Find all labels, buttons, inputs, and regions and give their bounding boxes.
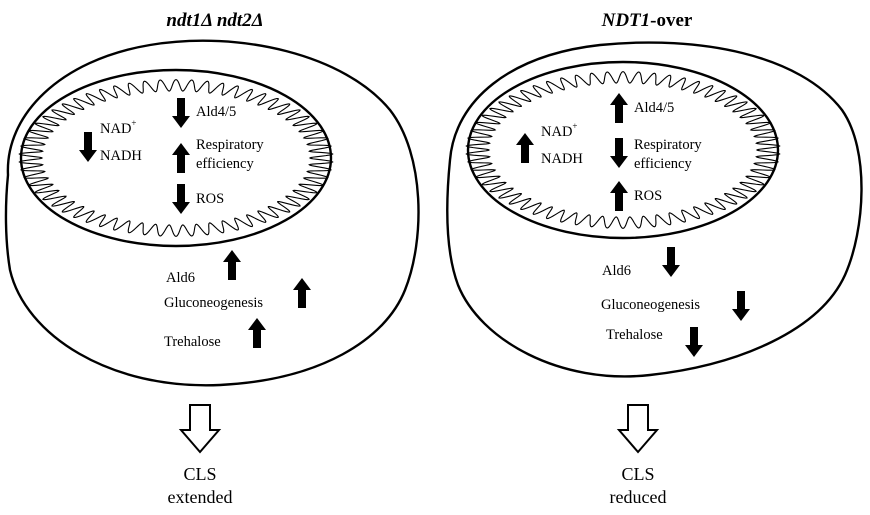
- left-ros-label: ROS: [196, 191, 224, 207]
- left-ald6-arrow-icon: [223, 250, 241, 280]
- right-gluconeogenesis-label: Gluconeogenesis: [601, 297, 700, 313]
- left-outcome-hollow-arrow-icon: [178, 404, 222, 454]
- left-outcome-cls: CLS: [183, 464, 216, 484]
- right-panel: NDT1-over NAD+ NADH Ald4/5 Respiratory e…: [446, 10, 863, 507]
- right-ald45-label: Ald4/5: [634, 100, 674, 116]
- right-nadh-label: NADH: [541, 151, 583, 167]
- right-trehalose-label: Trehalose: [606, 327, 663, 343]
- left-efficiency-label: efficiency: [196, 156, 254, 172]
- right-nad-label: NAD+: [541, 121, 578, 140]
- right-outcome-hollow-arrow-icon: [616, 404, 660, 454]
- left-trehalose-label: Trehalose: [164, 334, 221, 350]
- right-ald6-label: Ald6: [602, 263, 631, 279]
- right-ros-label: ROS: [634, 188, 662, 204]
- left-cell-outline: [4, 39, 420, 387]
- right-efficiency-label: efficiency: [634, 156, 692, 172]
- left-gluconeogenesis-label: Gluconeogenesis: [164, 295, 263, 311]
- right-title: NDT1-over: [601, 10, 693, 31]
- right-outcome-result: reduced: [610, 487, 667, 507]
- left-title: ndt1Δ ndt2Δ: [166, 10, 263, 31]
- right-trehalose-arrow-icon: [685, 327, 703, 357]
- left-ald6-label: Ald6: [166, 270, 195, 286]
- left-nadh-label: NADH: [100, 148, 142, 164]
- left-ald45-label: Ald4/5: [196, 104, 236, 120]
- left-panel: ndt1Δ ndt2Δ NAD+ NADH Ald4/5 Respiratory…: [4, 10, 420, 507]
- left-mitochondrion-outer: [19, 68, 333, 248]
- left-outcome-result: extended: [168, 487, 233, 507]
- right-outcome-cls: CLS: [621, 464, 654, 484]
- left-nad-label: NAD+: [100, 118, 137, 137]
- right-gluconeogenesis-arrow-icon: [732, 291, 750, 321]
- left-gluconeogenesis-arrow-icon: [293, 278, 311, 308]
- left-trehalose-arrow-icon: [248, 318, 266, 348]
- right-respiratory-label: Respiratory: [634, 137, 702, 153]
- left-mitochondrion-cristae: [18, 79, 334, 237]
- right-mitochondrion-cristae: [465, 71, 781, 229]
- right-ald6-arrow-icon: [662, 247, 680, 277]
- left-respiratory-label: Respiratory: [196, 137, 264, 153]
- right-cell-outline: [446, 41, 863, 378]
